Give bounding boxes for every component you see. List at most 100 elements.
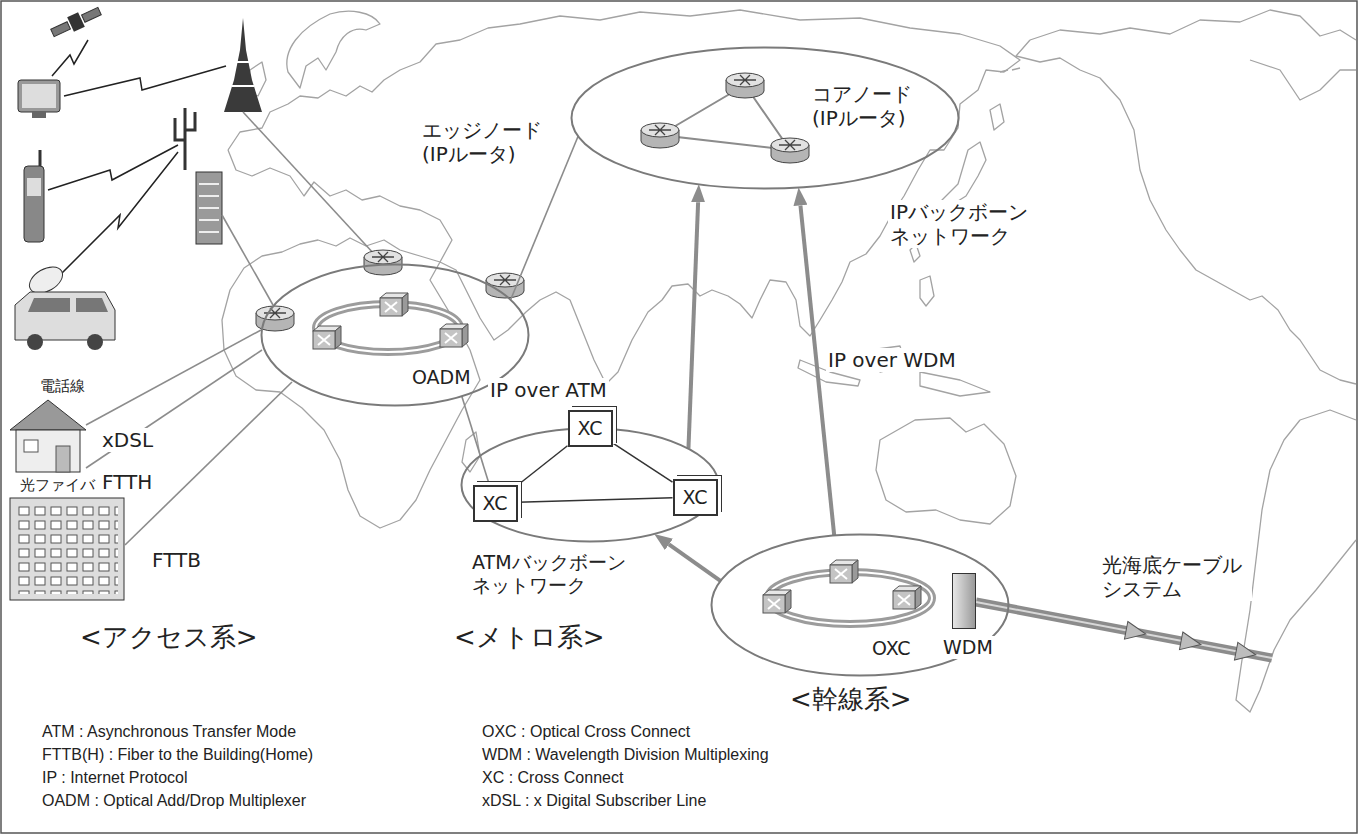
- oxc-ring: [763, 560, 932, 624]
- phone-screen: [27, 178, 41, 196]
- coastline: [1016, 40, 1356, 384]
- cross-connect-box: XC: [673, 479, 718, 516]
- wheel: [27, 334, 43, 350]
- office-body: [10, 498, 124, 600]
- solar-panel: [82, 7, 102, 22]
- van-windows: [28, 298, 108, 312]
- core-node-label: コアノード (IPルータ): [810, 82, 926, 130]
- oxc-icon: [763, 590, 791, 613]
- router-icon: [641, 123, 679, 148]
- station-building: [196, 172, 222, 244]
- solar-panel: [51, 22, 71, 37]
- coastline: [228, 150, 452, 262]
- section-heading: <幹線系>: [788, 684, 914, 715]
- router-icon: [771, 138, 809, 163]
- television: [18, 80, 60, 118]
- house: [10, 400, 86, 472]
- oadm-label: OADM: [410, 366, 473, 389]
- coastline: [942, 142, 986, 206]
- radio-links: [48, 40, 226, 275]
- cable-core: [976, 602, 1272, 658]
- radio-link: [48, 145, 178, 190]
- line-type-label: 電話線: [38, 377, 87, 395]
- access-lines: [86, 112, 375, 545]
- oadm-ring: [313, 293, 468, 352]
- coastline: [1250, 60, 1356, 100]
- broadcast-tower: [224, 18, 262, 112]
- core-routers: [641, 73, 809, 163]
- oadm-icon: [380, 293, 408, 316]
- cross-connect-box: XC: [473, 485, 518, 522]
- section-heading: <メトロ系>: [452, 622, 607, 653]
- access-line: [86, 330, 261, 425]
- house-door: [56, 446, 70, 472]
- coastline: [1030, 10, 1356, 40]
- office-windows: [16, 504, 118, 594]
- glossary-line: ATM : Asynchronous Transfer Mode: [40, 722, 298, 741]
- coastline: [1000, 68, 1020, 72]
- coastline: [920, 276, 934, 306]
- mobile-phone: [24, 150, 44, 242]
- satellite-van: [15, 261, 115, 350]
- edge-node-label: エッジノード (IPルータ): [420, 118, 552, 166]
- tower-decks: [232, 62, 254, 86]
- house-window: [24, 440, 38, 452]
- access-line: [125, 382, 292, 545]
- phone-body: [24, 166, 44, 242]
- wdm-label: WDM: [941, 636, 995, 659]
- link-line: [518, 446, 568, 485]
- house-roof: [10, 400, 86, 430]
- coastline: [876, 418, 1016, 524]
- tv-screen: [22, 84, 56, 108]
- tv-stand: [32, 112, 46, 118]
- access-line: [86, 350, 262, 468]
- wheel: [87, 334, 103, 350]
- building-body: [196, 172, 222, 244]
- radio-link: [64, 66, 226, 96]
- satellite: [49, 4, 103, 40]
- glossary-line: FTTB(H) : Fiber to the Building(Home): [40, 745, 315, 764]
- cable-label: 光海底ケーブル システム: [1100, 553, 1252, 601]
- access-type-label: FTTH: [100, 470, 154, 494]
- trunk-ring-ellipse: OXCWDM: [710, 533, 1010, 677]
- oadm-icon: [440, 324, 468, 347]
- router-icon: [364, 250, 402, 275]
- flow-arrow: [669, 544, 721, 581]
- glossary-line: WDM : Wavelength Division Multiplexing: [480, 745, 771, 764]
- tower-body: [224, 18, 262, 112]
- coastline: [990, 104, 1004, 130]
- coastline: [287, 11, 380, 88]
- glossary-line: XC : Cross Connect: [480, 768, 625, 787]
- repeater: [1124, 621, 1147, 642]
- flow-arrow: [688, 202, 698, 448]
- connector-label: IP over ATM: [488, 378, 609, 402]
- oxc-icon: [830, 560, 858, 583]
- glossary-line: OXC : Optical Cross Connect: [480, 722, 692, 741]
- base-station-antenna: [175, 108, 195, 170]
- access-type-label: xDSL: [100, 428, 155, 452]
- coastline: [1300, 410, 1356, 420]
- router-icon: [726, 73, 764, 98]
- phone-antenna: [39, 150, 42, 168]
- van-body: [15, 292, 115, 340]
- oadm-icon: [313, 326, 341, 349]
- network-label: IPバックボーン ネットワーク: [888, 200, 1038, 248]
- coastline: [462, 432, 480, 472]
- xc-label: XC: [578, 417, 603, 440]
- section-heading: <アクセス系>: [78, 622, 260, 653]
- access-type-label: FTTB: [150, 548, 203, 572]
- connector-label: IP over WDM: [826, 348, 958, 372]
- xc-label: XC: [683, 486, 708, 509]
- network-label: ATMバックボーン ネットワーク: [470, 551, 632, 597]
- repeater: [1179, 632, 1202, 653]
- building-stripes: [199, 184, 219, 232]
- line-type-label: 光ファイバ: [18, 476, 97, 494]
- world-map: [222, 10, 1356, 712]
- cross-connect-box: XC: [568, 410, 613, 447]
- xc-label: XC: [483, 492, 508, 515]
- link-line: [518, 498, 673, 503]
- link-line: [613, 443, 673, 482]
